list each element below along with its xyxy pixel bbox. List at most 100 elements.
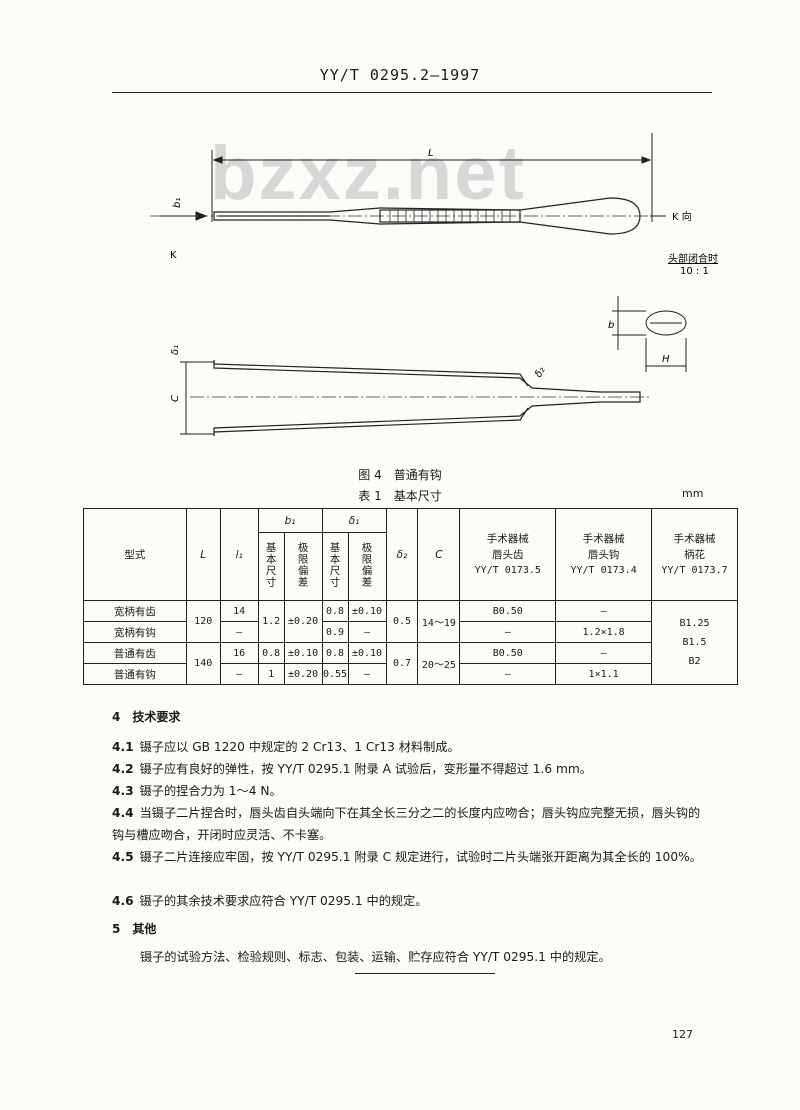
dimension-table: 型式 L l₁ b₁ δ₁ δ₂ C 手术器械 唇头齿 YY/T 0173.5 … <box>83 508 738 685</box>
para-4-6: 4.6 镊子的其余技术要求应符合 YY/T 0295.1 中的规定。 <box>112 890 712 912</box>
cell-b1-tol: ±0.20 <box>283 600 323 643</box>
header-b1-basic: 基本尺寸 <box>257 532 285 601</box>
para-4-3: 4.3 镊子的捏合力为 1～4 N。 <box>112 780 712 802</box>
para-4-1-num: 4.1 <box>112 740 134 754</box>
para-4-5: 4.5 镊子二片连接应牢固，按 YY/T 0295.1 附录 C 规定进行，试验时… <box>112 846 712 868</box>
cell-lip-hook: 1×1.1 <box>555 663 653 685</box>
section-5-title: 5 其他 <box>112 922 157 936</box>
header-b1-basic-text: 基本尺寸 <box>264 542 277 588</box>
figure-caption: 图 4 普通有钩 <box>358 468 442 482</box>
cell-d2: 0.5 <box>385 600 419 643</box>
cell-L: 120 <box>185 600 221 643</box>
table-unit: mm <box>682 487 704 500</box>
header-delta1: δ₁ <box>321 508 387 533</box>
cell-d1-tol: — <box>347 663 387 685</box>
header-C: C <box>417 508 461 601</box>
header-d1-tol: 极限偏差 <box>347 532 387 601</box>
cell-C: 14～19 <box>417 600 461 643</box>
cell-d1: 0.8 <box>321 642 349 664</box>
cell-lip-hook: — <box>555 600 653 622</box>
cell-d1-tol: ±0.10 <box>347 600 387 622</box>
detail-note: 头部闭合时 <box>668 252 718 265</box>
cell-lip-hook: 1.2×1.8 <box>555 621 653 643</box>
cell-type: 普通有齿 <box>83 642 187 664</box>
label-H: H <box>662 354 670 365</box>
header-b1-tol-text: 极限偏差 <box>296 542 309 588</box>
handle-option: B1.25 <box>679 618 710 629</box>
cell-b1-tol: ±0.10 <box>283 642 323 664</box>
cell-d1: 0.8 <box>321 600 349 622</box>
table-row: 普通有钩 — 1 ±0.20 0.55 — — 1×1.1 <box>83 663 738 685</box>
label-K: K <box>170 250 177 261</box>
header-lip-hook-l1: 手术器械 <box>582 532 625 545</box>
cell-C: 20～25 <box>417 642 461 685</box>
end-rule <box>355 973 495 974</box>
label-delta1: δ₁ <box>170 345 181 355</box>
handle-option: B1.5 <box>682 637 707 648</box>
cell-type: 宽柄有齿 <box>83 600 187 622</box>
para-4-1: 4.1 镊子应以 GB 1220 中规定的 2 Cr13、1 Cr13 材料制成。 <box>112 736 712 758</box>
cell-l1: — <box>219 621 259 643</box>
figure-drawing: L b₁ K K 向 头部闭合时 10 : 1 b H <box>150 133 718 436</box>
cell-handle: B1.25 B1.5 B2 <box>651 600 738 685</box>
watermark: bzxz.net <box>210 131 526 216</box>
arrow-K-left <box>160 211 208 221</box>
label-b: b <box>608 320 614 331</box>
para-4-1-text: 镊子应以 GB 1220 中规定的 2 Cr13、1 Cr13 材料制成。 <box>139 740 460 754</box>
label-C: C <box>170 395 181 402</box>
header-rule <box>112 92 712 93</box>
handle-option: B2 <box>688 656 701 667</box>
cell-b1: 0.8 <box>257 642 285 664</box>
section-4-title: 4 技术要求 <box>112 710 181 724</box>
header-lip-teeth-l3: YY/T 0173.5 <box>474 564 541 576</box>
cell-lip-teeth: — <box>459 621 557 643</box>
header-lip-teeth-l2: 唇头齿 <box>492 548 524 561</box>
header-lip-hook-l2: 唇头钩 <box>587 548 620 561</box>
cell-l1: 16 <box>219 642 259 664</box>
header-l1: l₁ <box>219 508 259 601</box>
para-5: 镊子的试验方法、检验规则、标志、包装、运输、贮存应符合 YY/T 0295.1 … <box>140 950 611 964</box>
cell-type: 普通有钩 <box>83 663 187 685</box>
dimension-C <box>180 361 214 435</box>
cell-d1-tol: — <box>347 621 387 643</box>
para-4-4-text: 当镊子二片捏合时，唇头齿自头端向下在其全长三分之二的长度内应吻合；唇头钩应完整无… <box>112 806 701 842</box>
header-lip-teeth-l1: 手术器械 <box>486 532 529 545</box>
header-L: L <box>185 508 221 601</box>
header-delta2: δ₂ <box>385 508 419 601</box>
cell-lip-teeth: — <box>459 663 557 685</box>
header-handle-l3: YY/T 0173.7 <box>661 564 728 576</box>
header-handle: 手术器械 柄花 YY/T 0173.7 <box>651 508 738 601</box>
label-L: L <box>428 148 434 159</box>
header-handle-l1: 手术器械 <box>673 532 716 545</box>
para-4-5-num: 4.5 <box>112 850 134 864</box>
para-4-3-text: 镊子的捏合力为 1～4 N。 <box>139 784 282 798</box>
cell-l1: — <box>219 663 259 685</box>
header-type: 型式 <box>83 508 187 601</box>
header-handle-l2: 柄花 <box>684 548 706 561</box>
cell-type: 宽柄有钩 <box>83 621 187 643</box>
detail-scale: 10 : 1 <box>680 266 709 277</box>
cell-l1: 14 <box>219 600 259 622</box>
page-number: 127 <box>672 1028 693 1041</box>
label-b1: b₁ <box>172 198 183 208</box>
cell-lip-teeth: B0.50 <box>459 600 557 622</box>
para-4-6-num: 4.6 <box>112 894 134 908</box>
tweezer-side-view <box>213 360 641 436</box>
label-delta2: δ₂ <box>533 365 548 379</box>
para-4-3-num: 4.3 <box>112 784 134 798</box>
cell-lip-teeth: B0.50 <box>459 642 557 664</box>
para-4-5-text: 镊子二片连接应牢固，按 YY/T 0295.1 附录 C 规定进行，试验时二片头… <box>139 850 702 864</box>
table-caption: 表 1 基本尺寸 <box>358 489 442 503</box>
tip-detail <box>612 296 687 372</box>
header-lip-teeth: 手术器械 唇头齿 YY/T 0173.5 <box>459 508 557 601</box>
header-d1-tol-text: 极限偏差 <box>360 542 373 588</box>
para-4-2-text: 镊子应有良好的弹性，按 YY/T 0295.1 附录 A 试验后，变形量不得超过… <box>139 762 592 776</box>
cell-d1: 0.9 <box>321 621 349 643</box>
cell-b1-tol: ±0.20 <box>283 663 323 685</box>
cell-d1: 0.55 <box>321 663 349 685</box>
table-row: 宽柄有齿 120 14 1.2 ±0.20 0.8 ±0.10 0.5 14～1… <box>83 600 738 685</box>
para-4-4-num: 4.4 <box>112 806 134 820</box>
header-lip-hook: 手术器械 唇头钩 YY/T 0173.4 <box>555 508 653 601</box>
table-row: 普通有齿 140 16 0.8 ±0.10 0.8 ±0.10 0.7 20～2… <box>83 642 738 685</box>
para-4-6-text: 镊子的其余技术要求应符合 YY/T 0295.1 中的规定。 <box>139 894 428 908</box>
